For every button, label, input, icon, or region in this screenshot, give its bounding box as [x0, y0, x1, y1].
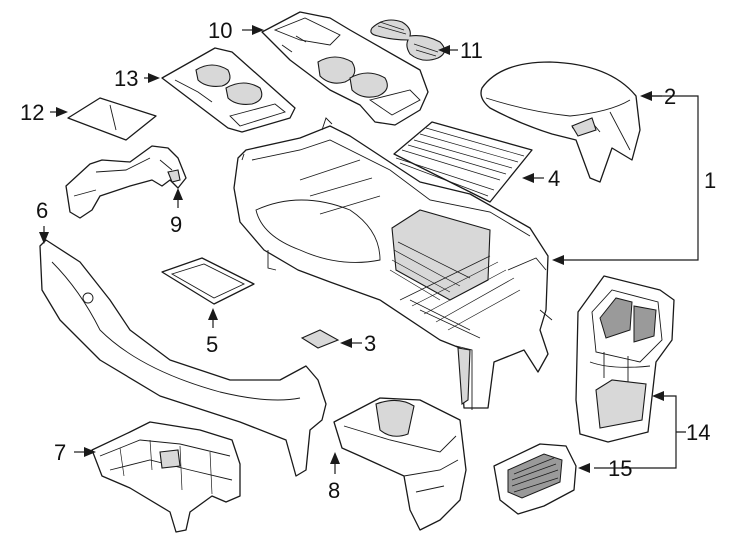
callout-10: 10 [208, 18, 232, 43]
part-3-clip [300, 329, 340, 349]
part-12-storage-mat [67, 97, 157, 141]
callout-8: 8 [328, 478, 340, 503]
callout-3: 3 [364, 331, 376, 356]
part-9-bracket [65, 145, 187, 219]
callout-1: 1 [704, 168, 716, 193]
callout-5: 5 [206, 332, 218, 357]
callout-4: 4 [548, 166, 560, 191]
part-8-rear-bracket [333, 397, 467, 531]
part-13-trim-bezel [161, 47, 296, 133]
part-14-rear-panel [575, 275, 675, 443]
callout-12: 12 [20, 100, 44, 125]
callout-6: 6 [36, 198, 48, 223]
callout-14: 14 [686, 420, 710, 445]
part-6-side-panel [39, 239, 327, 477]
callout-15: 15 [608, 456, 632, 481]
callout-11: 11 [460, 38, 483, 63]
part-4-ribbed-mat [393, 121, 533, 203]
part-7-lower-bracket [91, 421, 241, 533]
part-10-cupholder-tray [261, 11, 429, 126]
callout-13: 13 [114, 66, 138, 91]
part-11-cupholder-mat [370, 19, 446, 61]
callout-7: 7 [54, 440, 66, 465]
callout-2: 2 [664, 84, 676, 109]
part-2-armrest-lid [480, 61, 641, 183]
callout-9: 9 [170, 212, 182, 237]
part-15-rear-vent [493, 443, 577, 515]
part-5-tray-mat [161, 257, 255, 305]
part-1-console-body [233, 117, 553, 410]
leader-lines [39, 25, 699, 474]
callout-labels: 1 2 3 4 5 6 7 8 9 10 11 12 13 14 15 [20, 18, 716, 503]
